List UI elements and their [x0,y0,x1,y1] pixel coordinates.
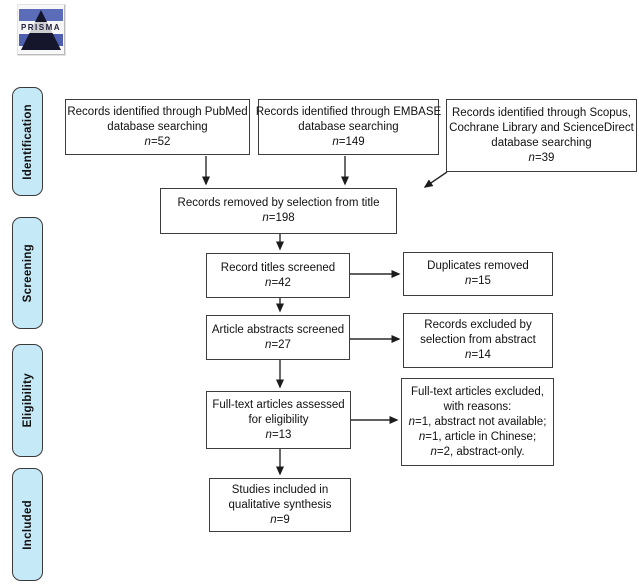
stage-label-included: Included [12,468,43,581]
flow-box-duplicates-removed: Duplicates removed n=15 [403,252,553,296]
box-line: n=198 [262,212,295,224]
box-line: n=1, article in Chinese; [418,430,537,443]
stage-label-screening: Screening [12,217,43,329]
box-line: for eligibility [248,413,309,426]
box-line: Cochrane Library and ScienceDirect [449,121,634,134]
box-line: qualitative synthesis [228,498,332,511]
box-line: Studies included in [231,483,329,496]
flow-box-qualitative-synthesis: Studies included in qualitative synthesis… [209,478,351,532]
box-line: n=52 [144,135,171,148]
logo-text: PRISMA [20,22,62,33]
flow-box-abstracts-screened: Article abstracts screened n=27 [206,315,350,360]
box-line: n=1, abstract not available; [408,415,547,428]
flow-box-titles-screened: Record titles screened n=42 [206,253,350,298]
box-line: Record titles screened [220,261,336,274]
arrow-scopus-to-title-removed [423,171,448,188]
stage-label-text: Identification [21,103,34,180]
flow-box-title-removed: Records removed by selection from title n… [160,188,397,234]
box-line: n=42 [265,276,291,289]
box-line: Article abstracts screened [211,323,345,336]
flow-box-pubmed: Records identified through PubMed databas… [65,99,250,155]
stage-label-text: Eligibility [21,373,34,428]
stage-label-text: Screening [21,243,34,303]
prisma-logo: PRISMA [18,5,65,55]
box-line: Full-text articles excluded, [411,385,544,398]
box-line: Records identified through Scopus, [452,106,631,119]
stage-label-identification: Identification [12,87,43,196]
box-line: n=27 [265,338,291,351]
box-line: with reasons: [443,400,512,413]
box-line: database searching [491,136,592,149]
flow-box-scopus: Records identified through Scopus, Cochra… [446,99,637,172]
box-line: n=9 [270,513,290,526]
box-line: n=15 [465,275,491,287]
flow-box-fulltext-excluded: Full-text articles excluded, with reasons… [401,378,554,466]
stage-label-eligibility: Eligibility [12,344,43,457]
box-line: Records identified through EMBASE [255,105,442,118]
box-line: n=149 [332,135,365,148]
box-line: Records excluded by [424,319,532,331]
box-line: n=14 [465,349,491,361]
box-line: database searching [298,120,399,133]
box-line: n=2, abstract-only. [430,445,525,458]
box-line: database searching [107,120,208,133]
box-line: Duplicates removed [427,260,529,272]
box-line: Records removed by selection from title [177,197,380,209]
flow-box-abstract-excluded: Records excluded by selection from abstra… [403,313,553,368]
box-line: n=13 [265,428,292,441]
stage-label-text: Included [21,499,34,550]
flow-box-embase: Records identified through EMBASE databas… [255,99,442,155]
box-line: Full-text articles assessed [212,398,345,411]
flow-box-fulltext-assessed: Full-text articles assessed for eligibili… [206,391,351,449]
box-line: Records identified through PubMed [67,105,248,118]
box-line: n=39 [528,151,555,164]
box-line: selection from abstract [420,334,536,346]
logo-text-band: PRISMA [18,22,64,33]
